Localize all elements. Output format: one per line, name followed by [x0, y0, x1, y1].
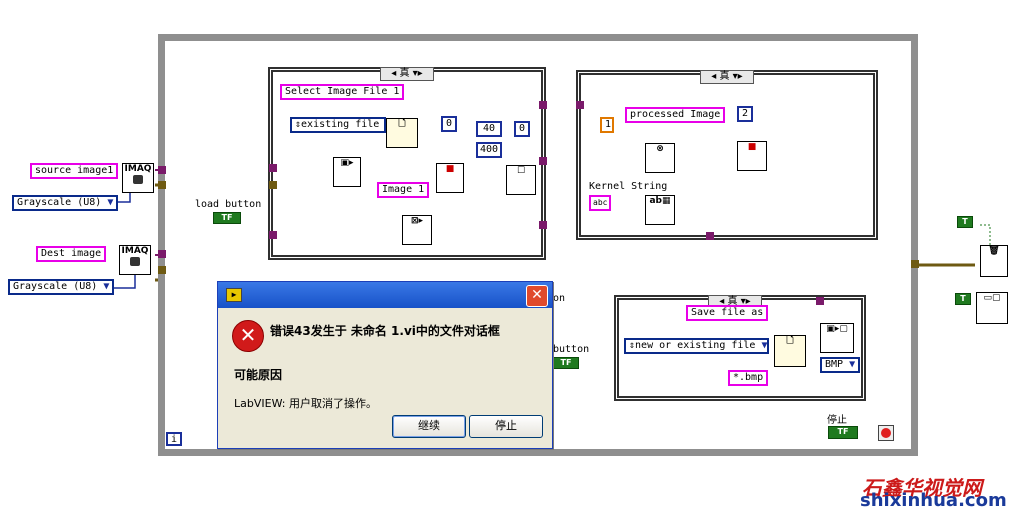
- dest-image-control[interactable]: Dest image: [36, 246, 107, 262]
- const-0-b[interactable]: 0: [514, 121, 530, 137]
- case-structure-process[interactable]: [576, 70, 878, 240]
- imaq-build-kernel-vi[interactable]: ab▦: [645, 195, 675, 225]
- imaq-create-vi-2[interactable]: IMAQ: [119, 245, 151, 275]
- const-1[interactable]: 1: [600, 117, 614, 133]
- kernel-string-control[interactable]: abc: [589, 195, 612, 211]
- imaq-dispose-vi[interactable]: 🗑: [980, 245, 1008, 277]
- error-title-text: 错误43发生于 未命名 1.vi中的文件对话框: [270, 324, 500, 338]
- save-dialog-vi[interactable]: 🗋: [774, 335, 806, 367]
- error-dialog[interactable]: ▶ ✕ ✕ 错误43发生于 未命名 1.vi中的文件对话框 可能原因 LabVI…: [217, 281, 553, 449]
- imaq-convolute-vi[interactable]: ⊗: [645, 143, 675, 173]
- tunnel-error-1: [158, 181, 166, 189]
- case3-in-tunnel: [816, 297, 824, 305]
- labview-icon: ▶: [226, 288, 242, 302]
- case1-in-tunnel: [269, 164, 277, 172]
- load-button-label: load button: [195, 199, 262, 210]
- source-image-control[interactable]: source image1: [30, 163, 119, 179]
- stop-label: 停止: [827, 415, 847, 426]
- processed-image-label: processed Image: [625, 107, 726, 123]
- select-image-file-label: Select Image File 1: [280, 84, 405, 100]
- kernel-string-label: Kernel String: [589, 181, 668, 192]
- stop-button-terminal[interactable]: TF: [828, 426, 858, 439]
- loop-out-tunnel: [911, 260, 919, 268]
- case-selector-process[interactable]: ◂ 真 ▾▸: [700, 70, 754, 84]
- save-button-terminal[interactable]: TF: [553, 357, 579, 369]
- imaq-windraw-vi-1[interactable]: ■: [436, 163, 464, 193]
- case2-out-tunnel: [706, 232, 714, 240]
- bmp-pattern-control[interactable]: *.bmp: [728, 370, 769, 386]
- case1-err-tunnel: [269, 181, 277, 189]
- stop-condition-icon: [881, 428, 891, 438]
- case2-in-tunnel: [576, 101, 584, 109]
- grayscale-enum-2[interactable]: Grayscale (U8) ▼: [8, 279, 115, 295]
- new-or-existing-enum[interactable]: ⇕new or existing file ▼: [624, 338, 769, 354]
- tunnel-error-2: [158, 266, 166, 274]
- continue-button[interactable]: 继续: [392, 415, 466, 438]
- grayscale-enum-1[interactable]: Grayscale (U8) ▼: [12, 195, 119, 211]
- close-button[interactable]: ✕: [526, 285, 548, 307]
- imaq-window-setup-vi[interactable]: ☐: [506, 165, 536, 195]
- partial-label-on: on: [553, 293, 566, 304]
- case1-dest-tunnel: [269, 231, 277, 239]
- case1-out-tunnel-2: [539, 157, 547, 165]
- image-1-label: Image 1: [377, 182, 430, 198]
- watermark-cn: 石鑫华视觉网: [862, 476, 982, 500]
- imaq-readfile-vi[interactable]: ▣▸: [333, 157, 361, 187]
- watermark-url: shixinhua.com: [860, 490, 1007, 511]
- true-constant-2[interactable]: T: [955, 293, 971, 305]
- error-icon: ✕: [232, 320, 264, 352]
- imaq-window-close-vi[interactable]: ▭▢: [976, 292, 1008, 324]
- true-constant-1[interactable]: T: [957, 216, 973, 228]
- const-400[interactable]: 400: [476, 142, 502, 158]
- imaq-writefile-vi[interactable]: ▣▸▢: [820, 323, 854, 353]
- stop-button[interactable]: 停止: [469, 415, 543, 438]
- stop-condition-terminal[interactable]: [878, 425, 894, 441]
- existing-file-enum[interactable]: ⇕existing file: [290, 117, 386, 133]
- case1-out-tunnel: [539, 101, 547, 109]
- const-2[interactable]: 2: [737, 106, 753, 122]
- imaq-create-vi-1[interactable]: IMAQ: [122, 163, 154, 193]
- load-button-terminal[interactable]: TF: [213, 212, 241, 224]
- imaq-windraw-vi-2[interactable]: ■: [737, 141, 767, 171]
- file-dialog-vi[interactable]: 🗋: [386, 118, 418, 148]
- save-file-as-label: Save file as: [686, 305, 769, 321]
- imaq-copy-vi[interactable]: ⊠▸: [402, 215, 432, 245]
- const-40[interactable]: 40: [476, 121, 502, 137]
- possible-causes-heading: 可能原因: [234, 368, 283, 382]
- loop-iteration-terminal: i: [166, 432, 182, 446]
- case-selector-load[interactable]: ◂ 真 ▾▸: [380, 67, 434, 81]
- error-message-text: LabVIEW: 用户取消了操作。: [234, 397, 378, 410]
- case1-out-tunnel-3: [539, 221, 547, 229]
- tunnel-source: [158, 166, 166, 174]
- const-0-a[interactable]: 0: [441, 116, 457, 132]
- dialog-titlebar[interactable]: ▶ ✕: [218, 282, 552, 308]
- bmp-format-enum[interactable]: BMP ▼: [820, 357, 861, 373]
- partial-label-button: button: [553, 344, 590, 355]
- tunnel-dest: [158, 250, 166, 258]
